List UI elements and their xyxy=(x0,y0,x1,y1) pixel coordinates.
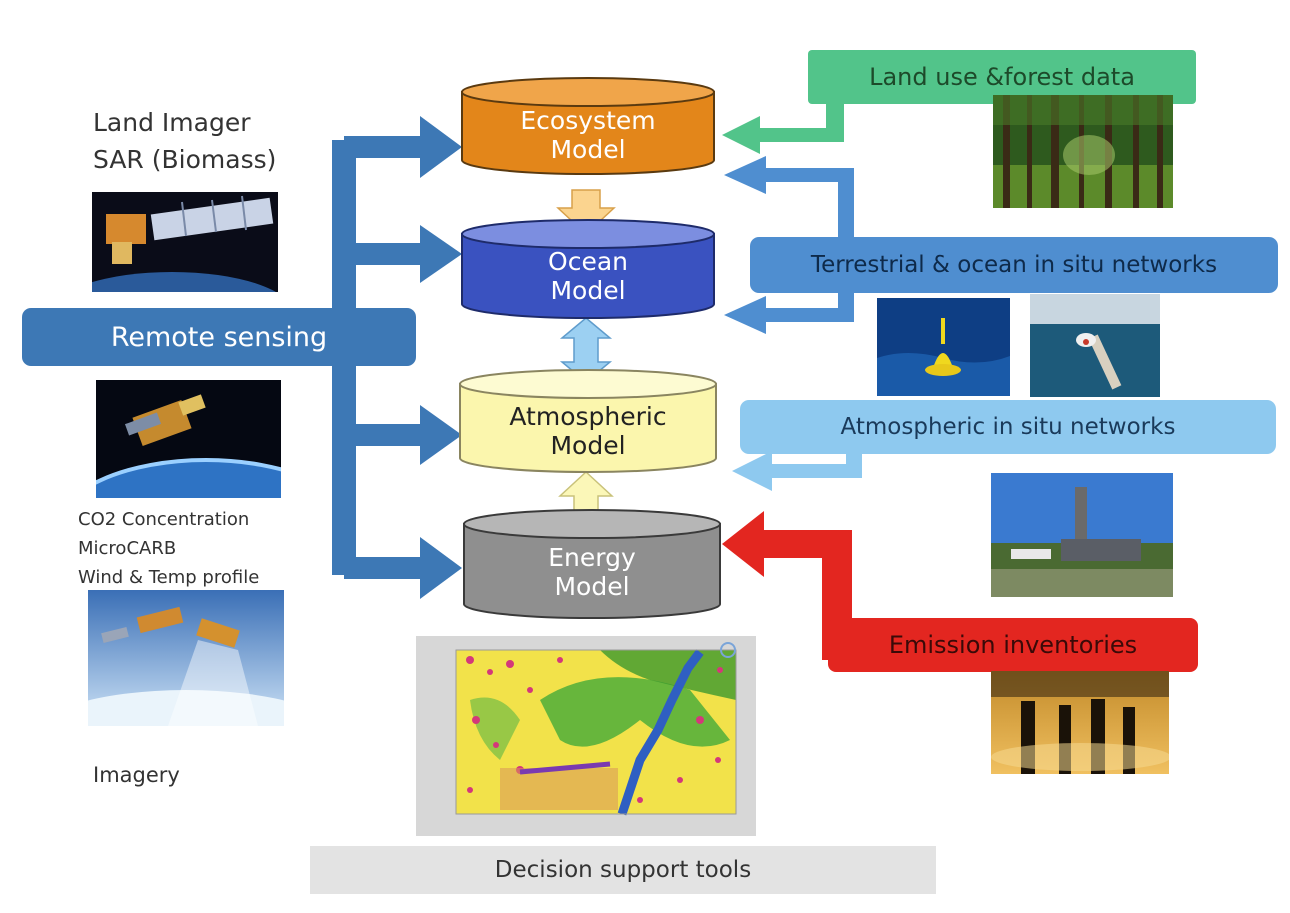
atmospheric-insitu-label: Atmospheric in situ networks xyxy=(840,414,1176,440)
land-imager-satellite-image xyxy=(92,192,278,292)
buoy-image xyxy=(877,298,1010,396)
decision-support-map xyxy=(416,636,756,836)
tower-photo xyxy=(991,473,1173,597)
ocean-model-label: Ocean Model xyxy=(462,247,714,306)
ocean-instrument-image xyxy=(1030,294,1160,397)
atmospheric-cylinder xyxy=(459,369,717,473)
remote-sensing-banner: Remote sensing xyxy=(22,308,416,366)
ocean-line1: Ocean xyxy=(548,247,628,276)
atmospheric-line2: Model xyxy=(550,430,626,460)
energy-cylinder xyxy=(463,509,721,619)
energy-model-label: Energy Model xyxy=(464,543,720,602)
remote-sensing-label: Remote sensing xyxy=(110,321,328,353)
energy-line1: Energy xyxy=(548,543,636,572)
sar-label: SAR (Biomass) xyxy=(93,145,277,174)
emission-arrow xyxy=(722,511,852,660)
ecosystem-line1: Ecosystem xyxy=(520,106,656,135)
imagery-label: Imagery xyxy=(93,763,180,787)
atmospheric-model-label: Atmospheric Model xyxy=(460,402,716,461)
terrestrial-ocean-banner: Terrestrial & ocean in situ networks xyxy=(750,237,1278,293)
co2-satellite-image xyxy=(96,380,281,498)
ecosystem-cylinder xyxy=(461,77,715,175)
atmospheric-insitu-banner: Atmospheric in situ networks xyxy=(740,400,1276,454)
wind-temp-satellite-image xyxy=(88,590,284,726)
smokestack-image xyxy=(991,671,1169,774)
emission-label: Emission inventories xyxy=(888,631,1138,659)
land-use-label: Land use &forest data xyxy=(869,63,1135,91)
emission-banner: Emission inventories xyxy=(828,618,1198,672)
ocean-line2: Model xyxy=(550,275,626,305)
ecosystem-line2: Model xyxy=(550,134,626,164)
satellite-photo-1 xyxy=(92,192,278,292)
wind-temp-label: Wind & Temp profile xyxy=(78,567,260,588)
energy-line2: Model xyxy=(554,571,630,601)
satellite-photo-2 xyxy=(96,380,281,498)
remote-sensing-arrows xyxy=(332,116,462,599)
smokestack-photo xyxy=(991,671,1169,774)
land-imager-label: Land Imager xyxy=(93,108,251,137)
ecosystem-model-label: Ecosystem Model xyxy=(462,106,714,165)
ocean-instrument-photo xyxy=(1030,294,1160,397)
land-use-arrow xyxy=(722,95,844,154)
decision-support-bar: Decision support tools xyxy=(310,846,936,894)
atmospheric-line1: Atmospheric xyxy=(509,402,667,431)
terrestrial-ocean-label: Terrestrial & ocean in situ networks xyxy=(810,252,1218,278)
decision-support-label: Decision support tools xyxy=(494,857,752,883)
atmospheric-insitu-arrow xyxy=(732,450,862,491)
forest-image xyxy=(993,95,1173,208)
forest-photo xyxy=(993,95,1173,208)
ocean-cylinder xyxy=(461,219,715,319)
buoy-photo xyxy=(877,298,1010,396)
satellite-photo-3 xyxy=(88,590,284,726)
microcarb-label: MicroCARB xyxy=(78,538,177,559)
co2-label: CO2 Concentration xyxy=(78,509,250,530)
tower-station-image xyxy=(991,473,1173,597)
terrestrial-ocean-arrows xyxy=(724,156,854,334)
